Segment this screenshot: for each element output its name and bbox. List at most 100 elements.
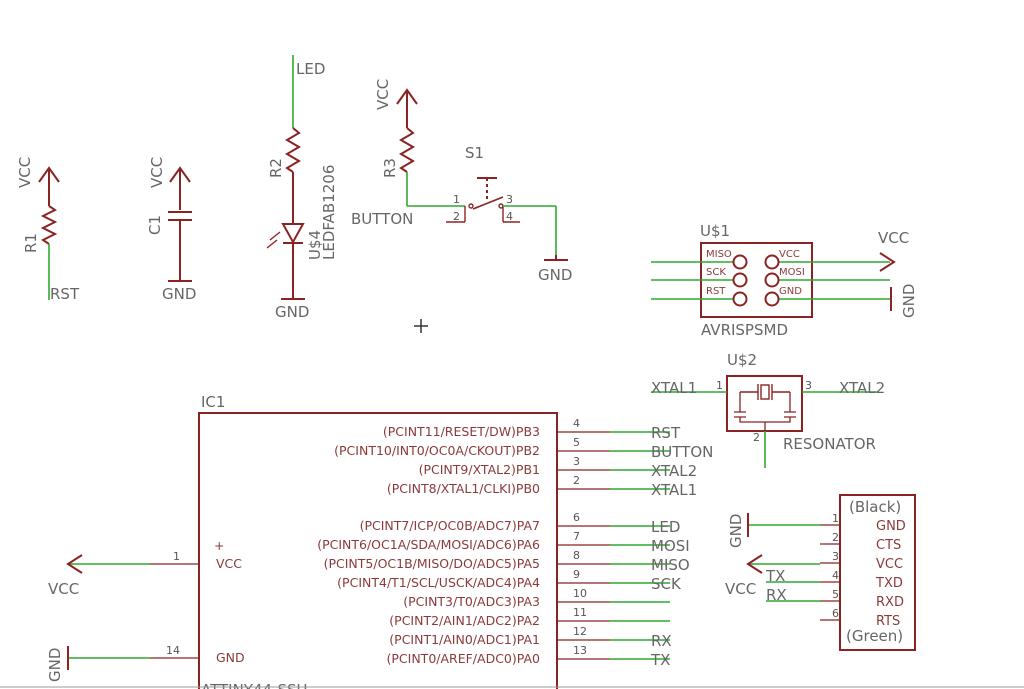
isp-pin-rst-label: RST bbox=[706, 286, 726, 297]
ftdi-vcc-label: VCC bbox=[725, 580, 756, 598]
ic1-pin-name: (PCINT0/AREF/ADC0)PA0 bbox=[387, 651, 541, 666]
ic1-vcc-net-label: VCC bbox=[48, 580, 79, 598]
ic1-vcc-pin-name: VCC bbox=[216, 556, 242, 571]
ic1-pin-num: 5 bbox=[573, 436, 580, 449]
ic1-pin-net-label: XTAL1 bbox=[651, 481, 697, 499]
isp-pad-sck bbox=[732, 272, 748, 288]
button-net-label: BUTTON bbox=[351, 210, 413, 228]
ftdi-pin-num: 5 bbox=[832, 588, 839, 601]
xtal2-net-label: XTAL2 bbox=[839, 379, 885, 397]
c1-group[interactable]: VCC C1 GND bbox=[146, 157, 196, 303]
isp-pin-vcc-label: VCC bbox=[779, 249, 800, 260]
resonator-group[interactable]: U$2 RESONATOR XTAL1 XTAL2 1 2 3 bbox=[651, 351, 885, 468]
vcc-label: VCC bbox=[374, 79, 392, 110]
ftdi-pin-num: 6 bbox=[832, 607, 839, 620]
vcc-label: VCC bbox=[148, 157, 166, 188]
ic1-pin-num: 8 bbox=[573, 549, 580, 562]
ic1-pin-net-label: RST bbox=[651, 424, 681, 442]
ic1-gnd-pin-num: 14 bbox=[166, 644, 180, 657]
vcc-arrow-symbol bbox=[879, 252, 896, 272]
isp-value-label: AVRISPSMD bbox=[701, 321, 788, 339]
ic1-pin-name: (PCINT11/RESET/DW)PB3 bbox=[383, 424, 540, 439]
ic1-pin-name: (PCINT10/INT0/OC0A/CKOUT)PB2 bbox=[334, 443, 540, 458]
ftdi-pin-name: TXD bbox=[875, 576, 903, 591]
ic1-pin-net-label: LED bbox=[651, 518, 680, 536]
button-group[interactable]: VCC R3 S1 BUTTON 1 2 3 4 GND bbox=[351, 79, 572, 284]
ic1-pin-net-label: SCK bbox=[651, 575, 682, 593]
xtal1-net-label: XTAL1 bbox=[651, 379, 697, 397]
ic1-pin-num: 13 bbox=[573, 644, 587, 657]
s1-contact-left bbox=[468, 203, 474, 209]
ftdi-pin-name: RTS bbox=[876, 614, 900, 629]
isp-header-group[interactable]: U$1 AVRISPSMD MISO SCK RST VCC MOSI GND … bbox=[651, 222, 918, 339]
s1-pin2-num: 2 bbox=[453, 210, 460, 223]
isp-gnd-label: GND bbox=[900, 284, 918, 318]
gnd-label: GND bbox=[162, 285, 196, 303]
isp-pin-gnd-label: GND bbox=[779, 286, 802, 297]
ic1-pin-name: (PCINT6/OC1A/SDA/MOSI/ADC6)PA6 bbox=[317, 537, 540, 552]
ic1-pin-num: 2 bbox=[573, 474, 580, 487]
ic1-gnd-pin-name: GND bbox=[216, 650, 245, 665]
isp-pin-miso-label: MISO bbox=[706, 249, 732, 260]
ic1-pin-num: 3 bbox=[573, 455, 580, 468]
resonator-pin2-num: 2 bbox=[753, 431, 760, 444]
ic1-gnd-net-label: GND bbox=[46, 648, 64, 682]
r1-label: R1 bbox=[22, 233, 40, 253]
resonator-pin3-num: 3 bbox=[805, 379, 812, 392]
r2-label: R2 bbox=[267, 158, 285, 178]
ic1-pin-name: (PCINT7/ICP/OC0B/ADC7)PA7 bbox=[360, 518, 540, 533]
ftdi-pin-name: RXD bbox=[876, 595, 904, 610]
s1-switch-lever bbox=[472, 196, 504, 210]
ic1-pin-num: 6 bbox=[573, 511, 580, 524]
ic1-vcc-pin-num: 1 bbox=[173, 550, 180, 563]
isp-pin-sck-label: SCK bbox=[706, 267, 726, 278]
crystal-element bbox=[760, 384, 770, 400]
ic1-pin-name: (PCINT9/XTAL2)PB1 bbox=[419, 462, 540, 477]
isp-pin-mosi-label: MOSI bbox=[779, 267, 805, 278]
r3-resistor-symbol bbox=[399, 127, 415, 173]
isp-pad-gnd bbox=[764, 291, 780, 307]
ic1-pin-name: (PCINT5/OC1B/MISO/DO/ADC5)PA5 bbox=[324, 556, 540, 571]
u4-label: U$4 bbox=[306, 230, 324, 260]
resonator-pin1-num: 1 bbox=[716, 379, 723, 392]
r3-label: R3 bbox=[381, 158, 399, 178]
ic1-pin-name: (PCINT3/T0/ADC3)PA3 bbox=[403, 594, 540, 609]
isp-pad-vcc bbox=[764, 254, 780, 270]
ic1-pin-name: (PCINT4/T1/SCL/USCK/ADC4)PA4 bbox=[337, 575, 540, 590]
isp-pad-mosi bbox=[764, 272, 780, 288]
r2-resistor-symbol bbox=[285, 127, 301, 173]
vcc-label: VCC bbox=[16, 157, 34, 188]
r1-resistor-symbol bbox=[40, 205, 58, 245]
ftdi-top-label: (Black) bbox=[849, 498, 901, 516]
ic1-pin-net-label: XTAL2 bbox=[651, 462, 697, 480]
ic1-group[interactable]: IC1 ATTINY44-SSU + VCC 1 VCC GND 14 GND … bbox=[46, 393, 713, 689]
ftdi-header-group[interactable]: (Black) (Green) 1GND2CTS3VCC4TXD5RXD6RTS… bbox=[725, 494, 916, 651]
ftdi-pin-num: 2 bbox=[832, 531, 839, 544]
isp-pad-miso bbox=[732, 254, 748, 270]
ic1-pin-net-label: RX bbox=[651, 632, 672, 650]
ftdi-pin-name: GND bbox=[876, 519, 906, 534]
ftdi-pin-num: 1 bbox=[832, 512, 839, 525]
ic1-pin-num: 4 bbox=[573, 417, 580, 430]
led-group[interactable]: LED R2 U$4 LEDFAB1206 GND bbox=[266, 55, 338, 321]
ic1-pin-num: 7 bbox=[573, 530, 580, 543]
ftdi-pin-num: 3 bbox=[832, 550, 839, 563]
ic1-pin-num: 9 bbox=[573, 568, 580, 581]
isp-pad-rst bbox=[732, 291, 748, 307]
vcc-arrow-symbol bbox=[746, 554, 763, 574]
ftdi-gnd-label: GND bbox=[727, 514, 745, 548]
ftdi-tx-label: TX bbox=[765, 567, 785, 585]
isp-vcc-label: VCC bbox=[878, 229, 909, 247]
ftdi-header-body bbox=[839, 494, 916, 651]
resonator-name-label: U$2 bbox=[727, 351, 757, 369]
ftdi-rx-label: RX bbox=[766, 586, 787, 604]
ic1-plus-mark: + bbox=[214, 538, 224, 553]
s1-pin1-num: 1 bbox=[453, 193, 460, 206]
s1-pin4-num: 4 bbox=[506, 210, 513, 223]
r1-group[interactable]: VCC R1 RST bbox=[16, 157, 80, 303]
ic1-pin-num: 10 bbox=[573, 587, 587, 600]
led-light-arrows bbox=[266, 231, 281, 249]
